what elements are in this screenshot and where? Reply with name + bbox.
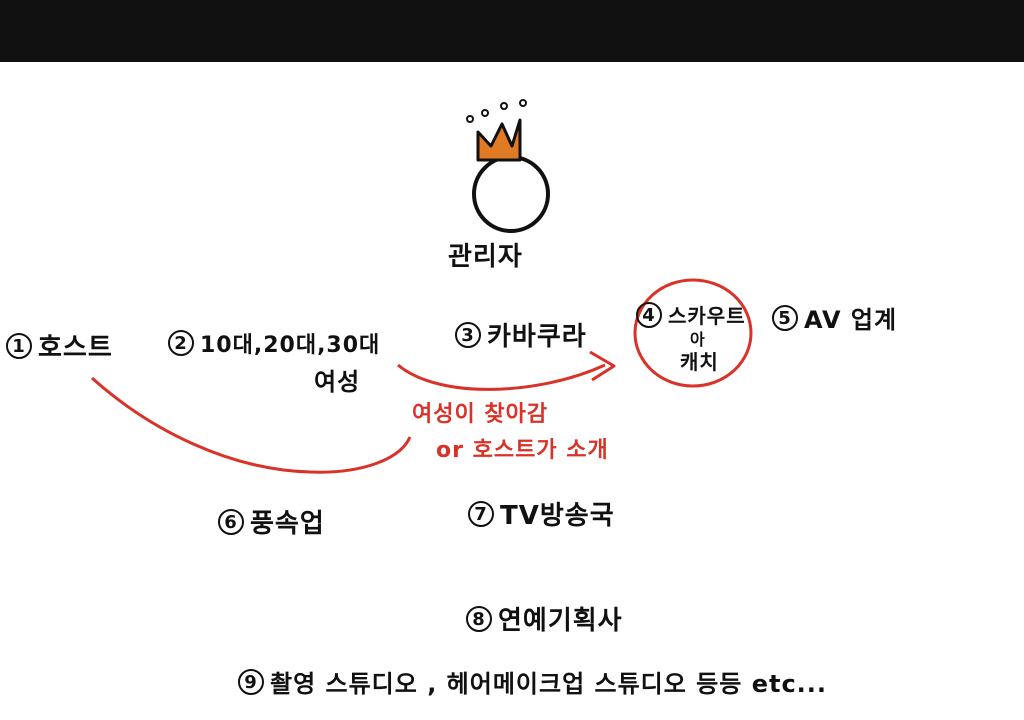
annotation-line-2: or 호스트가 소개: [436, 438, 609, 463]
node-6-label: 풍속업: [250, 509, 325, 539]
node-8-number: 8: [466, 605, 492, 632]
node-5-label: AV 업계: [804, 306, 898, 334]
node-2-label: 10대,20대,30대: [200, 333, 381, 358]
top-bar: [0, 0, 1024, 62]
annotation-line-1: 여성이 찾아감: [412, 402, 549, 427]
crown-jewel-4: [519, 99, 527, 107]
node-2-sublabel: 여성: [314, 368, 361, 396]
arrow-to-scout: [397, 363, 606, 391]
node-4-or: 아: [690, 330, 706, 349]
node-3-label: 카바쿠라: [487, 322, 587, 352]
crown-jewel-3: [500, 102, 508, 110]
node-8-label: 연예기획사: [498, 606, 623, 636]
node-3-number: 3: [455, 321, 481, 348]
manager-label: 관리자: [448, 242, 523, 272]
node-4-label: 스카우트: [668, 304, 746, 328]
crown-icon: [476, 118, 522, 162]
scout-highlight-circle: [633, 278, 753, 388]
node-1-label: 호스트: [38, 333, 113, 363]
node-4-catch: 캐치: [680, 350, 719, 374]
curve-host-link: [90, 376, 412, 474]
arrow-head: [589, 350, 616, 382]
node-9-number: 9: [238, 668, 264, 695]
crown-jewel-2: [481, 109, 489, 117]
crown-jewel-1: [466, 115, 474, 123]
manager-head: [472, 155, 550, 233]
node-6-number: 6: [218, 508, 244, 535]
node-5-number: 5: [772, 304, 798, 331]
node-2-number: 2: [168, 330, 194, 356]
node-7-number: 7: [468, 500, 494, 527]
node-7-label: TV방송국: [500, 501, 615, 531]
node-4-number: 4: [636, 301, 662, 328]
node-9-label: 촬영 스튜디오 , 헤어메이크업 스튜디오 등등 etc...: [270, 670, 828, 698]
node-1-number: 1: [6, 332, 32, 359]
